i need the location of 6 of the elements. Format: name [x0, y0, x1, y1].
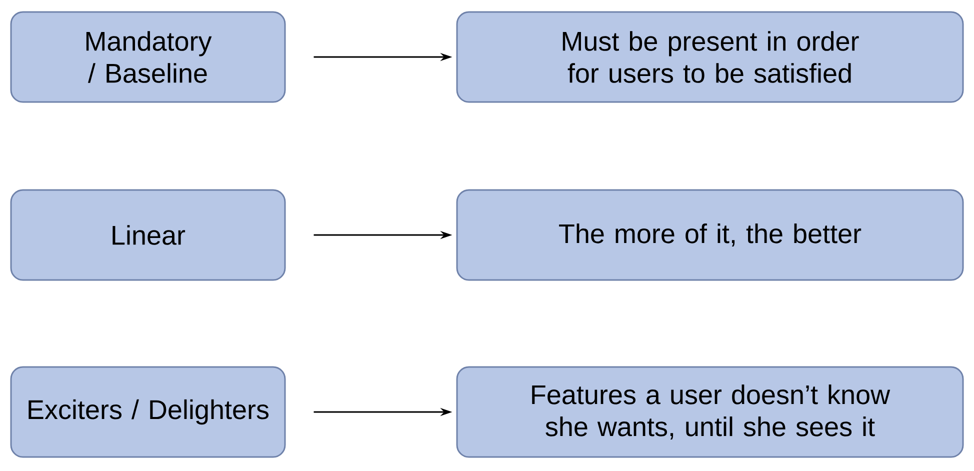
- process-box: Exciters / Delighters: [10, 366, 286, 458]
- process-box: Mandatory / Baseline: [10, 11, 286, 103]
- process-box: Must be present in order for users to be satisfied: [456, 11, 964, 103]
- process-box: Linear: [10, 189, 286, 281]
- process-box: The more of it, the better: [456, 189, 964, 281]
- process-box: Features a user doesn’t know she wants, until she sees it: [456, 366, 964, 458]
